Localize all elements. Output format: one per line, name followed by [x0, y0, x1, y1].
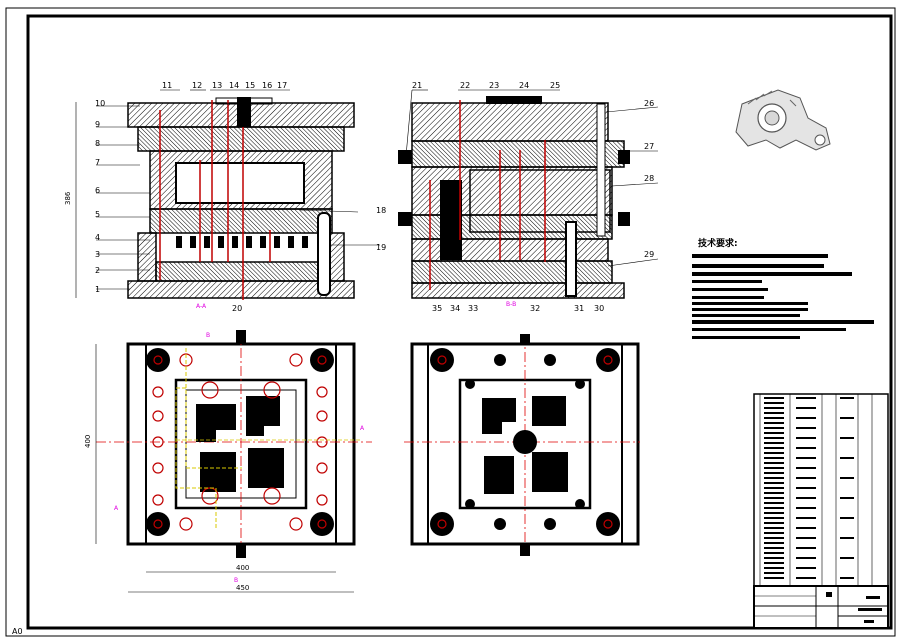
- callout-22: 22: [460, 81, 470, 90]
- outer-frame: [5, 7, 896, 637]
- view-mark-a-left: A: [114, 505, 119, 512]
- callout-3: 3: [95, 250, 100, 259]
- callout-6: 6: [95, 186, 100, 195]
- callout-16: 16: [262, 81, 272, 90]
- callout-21: 21: [412, 81, 422, 90]
- callout-13: 13: [212, 81, 222, 90]
- callout-35: 35: [432, 304, 442, 313]
- callout-25: 25: [550, 81, 560, 90]
- dim-height-front: 386: [64, 191, 72, 205]
- front-section-right: [398, 96, 630, 299]
- callout-29: 29: [644, 250, 654, 259]
- callout-20: 20: [232, 304, 242, 313]
- section-label-right: B-B: [506, 301, 516, 308]
- callout-19: 19: [376, 243, 386, 252]
- callout-33: 33: [468, 304, 478, 313]
- view-mark-b-bottom: B: [234, 577, 238, 584]
- dim-height-plan: 400: [84, 435, 92, 448]
- callout-30: 30: [594, 304, 604, 313]
- callouts-top-left: 11 12 13 14 15 16 17 18 19 20 A-A: [160, 81, 386, 313]
- callout-5: 5: [95, 210, 100, 219]
- callout-28: 28: [644, 174, 654, 183]
- callout-14: 14: [229, 81, 239, 90]
- callout-8: 8: [95, 139, 100, 148]
- callout-1: 1: [95, 285, 100, 294]
- product-isometric-icon: [735, 89, 831, 151]
- plan-view-left: B A A B 400 400 450: [84, 330, 372, 593]
- inner-frame: [26, 14, 893, 630]
- parts-list-table: [753, 393, 889, 629]
- front-section-left: [127, 97, 355, 300]
- view-mark-a-right: A: [360, 425, 365, 432]
- callout-4: 4: [95, 233, 100, 242]
- callout-34: 34: [450, 304, 460, 313]
- callout-9: 9: [95, 120, 100, 129]
- callout-7: 7: [95, 158, 100, 167]
- callout-24: 24: [519, 81, 529, 90]
- callout-26: 26: [644, 99, 654, 108]
- callouts-left-side: 1 2 3 4 5 6 7 8 9 10 386: [64, 99, 150, 298]
- requirements-text-block: [692, 254, 874, 339]
- plan-view-right: [404, 334, 640, 556]
- callout-11: 11: [162, 81, 172, 90]
- callout-32: 32: [530, 304, 540, 313]
- callout-31: 31: [574, 304, 584, 313]
- callout-10: 10: [95, 99, 105, 108]
- section-label-left: A-A: [196, 303, 207, 310]
- dim-width-inner: 400: [236, 564, 249, 572]
- callout-2: 2: [95, 266, 100, 275]
- callout-27: 27: [644, 142, 654, 151]
- callouts-right-view: 21 22 23 24 25 26 27 28 29 35 34 33 32 3…: [405, 81, 659, 313]
- callout-15: 15: [245, 81, 255, 90]
- callout-18: 18: [376, 206, 386, 215]
- view-mark-b-top: B: [206, 332, 210, 339]
- requirements-title: 技术要求:: [698, 237, 738, 249]
- callout-23: 23: [489, 81, 499, 90]
- dim-width-outer: 450: [236, 584, 249, 592]
- callout-12: 12: [192, 81, 202, 90]
- callout-17: 17: [277, 81, 287, 90]
- sheet-code: A0: [12, 627, 23, 636]
- technical-requirements: 技术要求:: [692, 237, 874, 339]
